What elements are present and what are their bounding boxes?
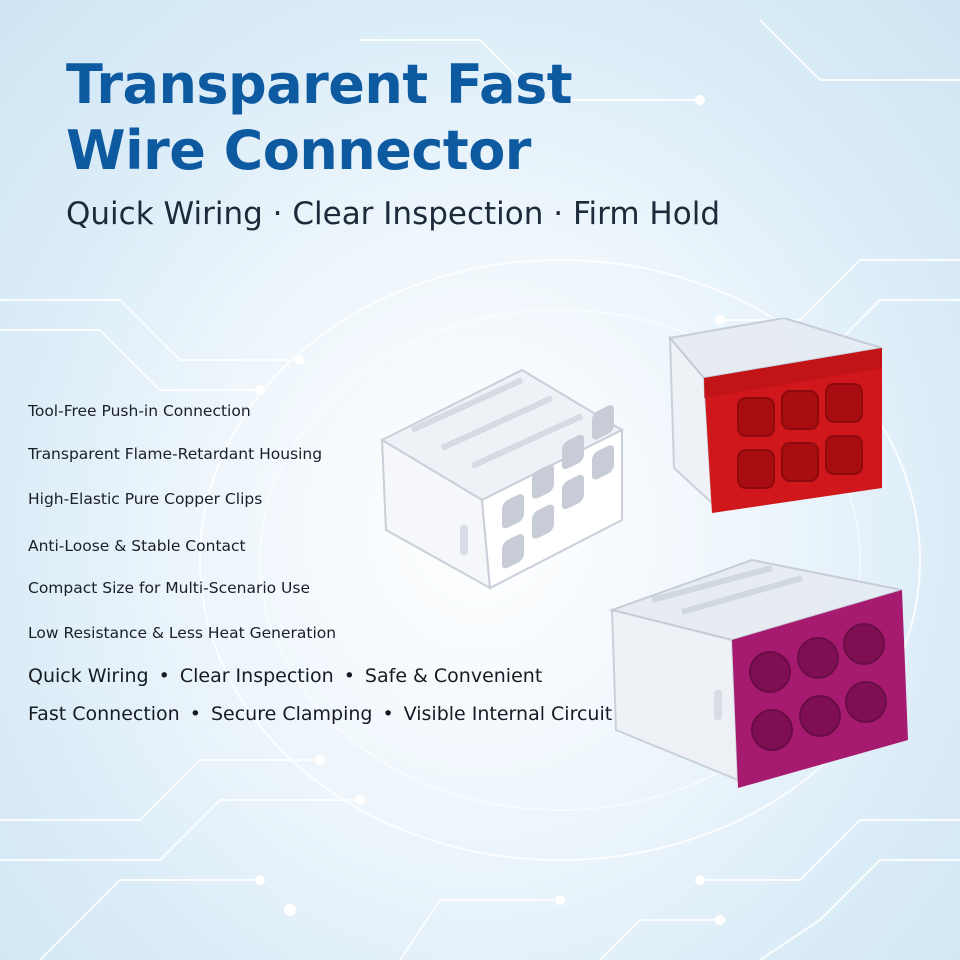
tagline-item: Secure Clamping — [210, 703, 373, 725]
white-connector-image — [379, 368, 625, 590]
subtitle-item: Clear Inspection — [292, 196, 544, 232]
subtitle-item: Firm Hold — [572, 196, 720, 232]
tagline-item: Quick Wiring — [28, 665, 149, 687]
feature-item: Tool-Free Push-in Connection — [28, 402, 251, 420]
feature-item: Compact Size for Multi-Scenario Use — [28, 579, 310, 597]
tagline-separator: • — [382, 703, 394, 725]
subtitle-separator: · — [553, 196, 564, 232]
tagline-row-2: Fast Connection • Secure Clamping • Visible … — [28, 703, 612, 725]
feature-item: Low Resistance & Less Heat Generation — [28, 624, 337, 642]
red-connector-image — [668, 318, 883, 513]
page-title: Transparent Fast Wire Connector — [66, 52, 573, 184]
tagline-row-1: Quick Wiring • Clear Inspection • Safe & Con… — [28, 665, 542, 687]
tagline-item: Clear Inspection — [179, 665, 334, 687]
purple-connector-image — [608, 558, 908, 788]
feature-item: Transparent Flame-Retardant Housing — [28, 445, 323, 463]
title-line-2: Wire Connector — [66, 119, 531, 182]
title-line-1: Transparent Fast — [66, 53, 573, 116]
subtitle: Quick Wiring · Clear Inspection · Firm H… — [66, 196, 720, 232]
tagline-item: Visible Internal Circuit — [403, 703, 613, 725]
feature-item: Anti-Loose & Stable Contact — [28, 537, 246, 555]
tagline-item: Safe & Convenient — [364, 665, 543, 687]
subtitle-item: Quick Wiring — [66, 196, 263, 232]
tagline-separator: • — [189, 703, 201, 725]
tagline-separator: • — [343, 665, 355, 687]
tagline-item: Fast Connection — [28, 703, 180, 725]
tagline-separator: • — [158, 665, 170, 687]
feature-item: High-Elastic Pure Copper Clips — [28, 490, 263, 508]
subtitle-separator: · — [272, 196, 283, 232]
